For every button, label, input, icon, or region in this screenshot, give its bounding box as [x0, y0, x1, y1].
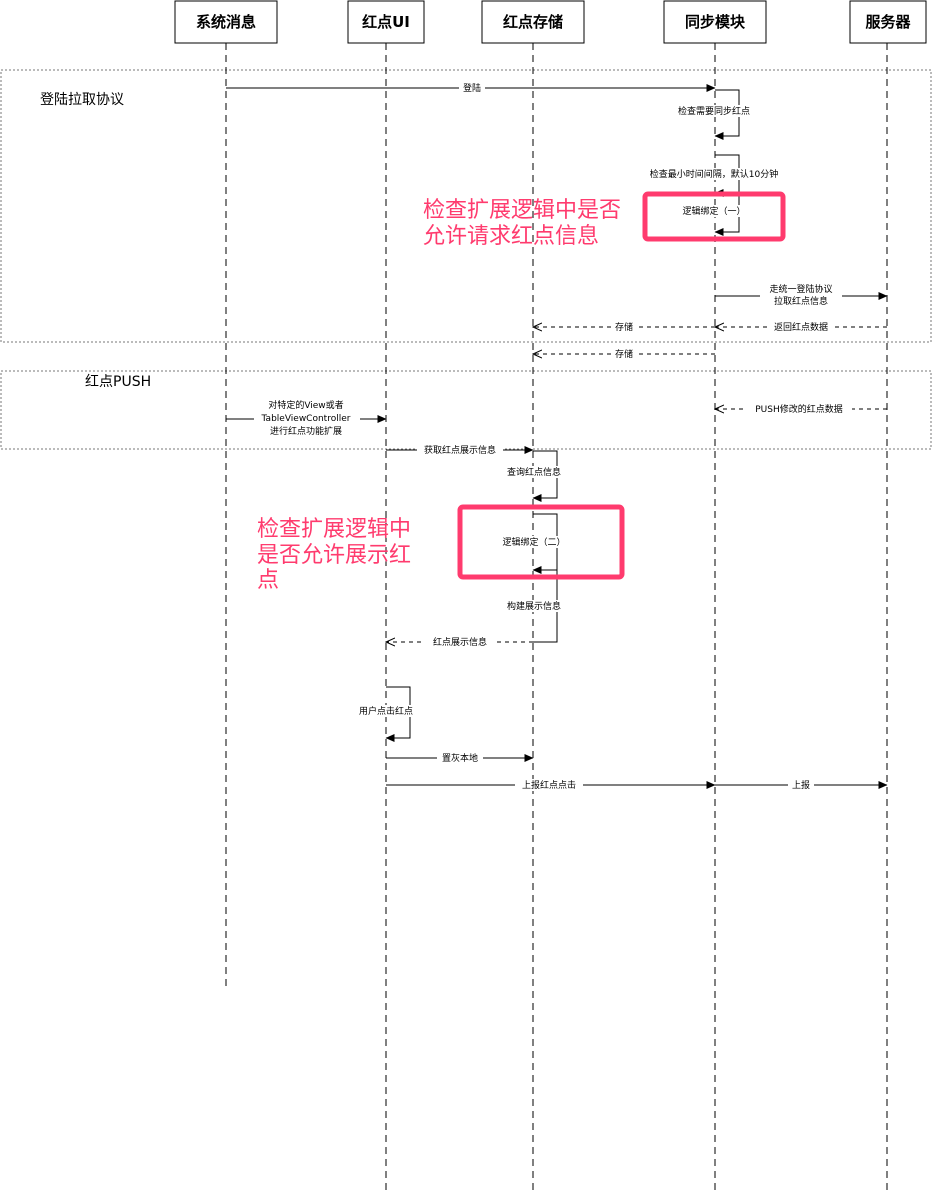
actor-red-dot-storage: 红点存储 — [481, 0, 585, 44]
highlight-box-logic-binding-two — [457, 504, 625, 580]
actor-system-message: 系统消息 — [174, 0, 278, 44]
actor-sync-module-box — [663, 0, 767, 44]
annotation-check-request: 检查扩展逻辑中是否 允许请求红点信息 — [423, 198, 621, 249]
message-logic-binding-one-label: 逻辑绑定（一） — [682, 205, 745, 217]
message-gray-local: 置灰本地 — [386, 752, 534, 764]
message-report-label: 上报 — [792, 779, 810, 791]
message-build-display-info: 构建展示信息 — [500, 569, 568, 643]
frame-login-label: 登陆拉取协议 — [40, 92, 124, 108]
message-get-display-info-label: 获取红点展示信息 — [424, 444, 496, 456]
actor-system-message-label: 系统消息 — [196, 13, 256, 31]
lifelines — [225, 43, 888, 1192]
message-extend-view-label-3: 进行红点功能扩展 — [270, 425, 342, 437]
message-extend-view-label-2: TableViewController — [261, 414, 351, 424]
message-check-interval-label: 检查最小时间间隔，默认10分钟 — [650, 168, 778, 180]
actor-sync-module: 同步模块 — [663, 0, 767, 44]
message-query-info: 查询红点信息 — [500, 450, 568, 502]
message-store-2-label: 存储 — [615, 348, 633, 360]
message-query-info-label: 查询红点信息 — [507, 466, 561, 478]
message-store-1: 存储 — [533, 321, 715, 333]
message-return-data: 返回红点数据 — [715, 321, 887, 333]
message-gray-local-label: 置灰本地 — [442, 752, 478, 764]
frame-login: 登陆拉取协议 — [0, 69, 932, 343]
highlight-box-logic-binding-one — [642, 191, 786, 242]
message-display-info-return-label: 红点展示信息 — [433, 636, 487, 648]
message-extend-view-label-1: 对特定的View或者 — [268, 399, 343, 411]
actor-server: 服务器 — [849, 0, 927, 44]
message-fetch-via-login-label-1: 走统一登陆协议 — [769, 283, 832, 295]
message-check-interval: 检查最小时间间隔，默认10分钟 — [637, 154, 792, 197]
message-logic-binding-one: 逻辑绑定（一） — [674, 192, 754, 236]
annotation-check-request-line-1: 检查扩展逻辑中是否 — [423, 198, 621, 223]
message-store-2: 存储 — [533, 348, 715, 360]
message-logic-binding-two: 逻辑绑定（二） — [494, 513, 574, 574]
actor-red-dot-ui: 红点UI — [347, 0, 425, 44]
message-report: 上报 — [715, 779, 888, 791]
annotation-check-display: 检查扩展逻辑中 是否允许展示红 点 — [257, 517, 411, 593]
message-build-display-info-label: 构建展示信息 — [507, 600, 561, 612]
frame-push-label: 红点PUSH — [85, 374, 151, 390]
message-push-data: PUSH修改的红点数据 — [715, 403, 887, 415]
annotation-check-request-line-2: 允许请求红点信息 — [423, 224, 599, 249]
message-report-click: 上报红点点击 — [386, 779, 716, 791]
actor-red-dot-ui-box — [347, 0, 425, 44]
message-display-info-return: 红点展示信息 — [386, 636, 533, 648]
frame-login-box — [0, 69, 932, 343]
actor-red-dot-ui-label: 红点UI — [362, 13, 410, 31]
message-user-click-label: 用户点击红点 — [359, 705, 413, 717]
message-get-display-info: 获取红点展示信息 — [386, 444, 534, 456]
actor-red-dot-storage-label: 红点存储 — [503, 13, 563, 31]
message-fetch-via-login-label-2: 拉取红点信息 — [774, 295, 828, 307]
message-user-click: 用户点击红点 — [352, 686, 420, 742]
message-push-data-label: PUSH修改的红点数据 — [755, 403, 843, 415]
message-check-sync: 检查需要同步红点 — [669, 89, 759, 140]
actor-server-box — [849, 0, 927, 44]
message-return-data-label: 返回红点数据 — [774, 321, 828, 333]
actor-sync-module-label: 同步模块 — [685, 13, 746, 31]
actor-server-label: 服务器 — [865, 13, 911, 31]
annotation-check-display-line-2: 是否允许展示红 — [257, 543, 411, 568]
actor-system-message-box — [174, 0, 278, 44]
message-login-label: 登陆 — [463, 82, 481, 94]
message-report-click-label: 上报红点点击 — [522, 779, 576, 791]
message-check-sync-label: 检查需要同步红点 — [678, 105, 750, 117]
actor-red-dot-storage-box — [481, 0, 585, 44]
message-fetch-via-login: 走统一登陆协议 拉取红点信息 — [715, 283, 888, 307]
annotation-check-display-line-1: 检查扩展逻辑中 — [257, 517, 411, 542]
message-login: 登陆 — [226, 82, 716, 94]
annotation-check-display-line-3: 点 — [257, 568, 279, 593]
message-store-1-label: 存储 — [615, 321, 633, 333]
message-extend-view: 对特定的View或者 TableViewController 进行红点功能扩展 — [226, 399, 387, 437]
message-logic-binding-two-label: 逻辑绑定（二） — [502, 536, 565, 548]
